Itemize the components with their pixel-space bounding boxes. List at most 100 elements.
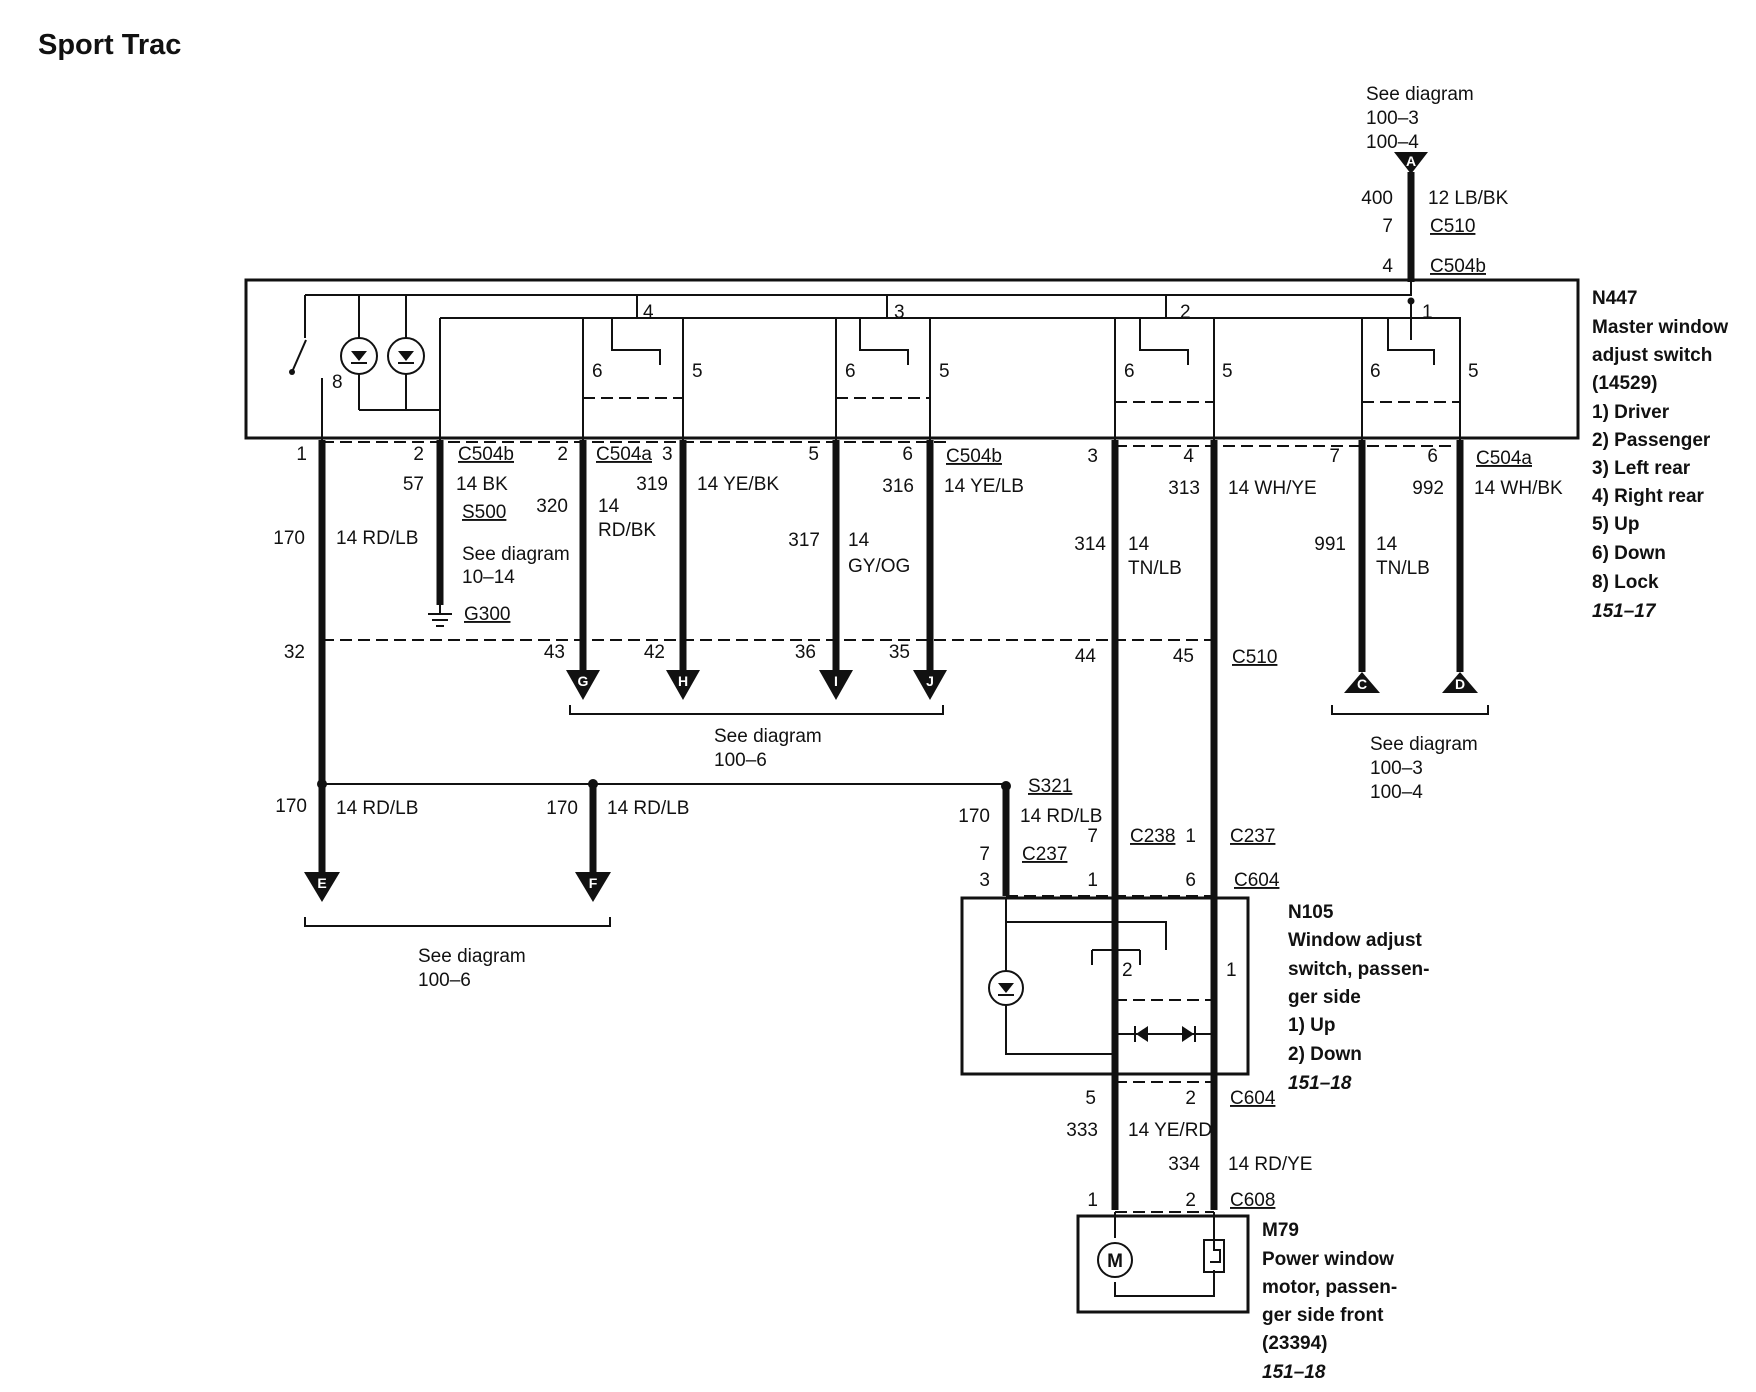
svg-text:See diagram: See diagram xyxy=(462,544,570,565)
svg-text:C: C xyxy=(1357,676,1367,692)
svg-text:C608: C608 xyxy=(1230,1190,1275,1211)
svg-text:Power window: Power window xyxy=(1262,1249,1394,1270)
svg-text:57: 57 xyxy=(403,474,424,495)
feed-c504b: C504b xyxy=(1430,256,1486,277)
svg-text:6: 6 xyxy=(1427,446,1438,467)
svg-text:4: 4 xyxy=(1183,446,1194,467)
svg-text:TN/LB: TN/LB xyxy=(1376,558,1430,579)
svg-text:14 RD/YE: 14 RD/YE xyxy=(1228,1154,1312,1175)
svg-text:32: 32 xyxy=(284,642,305,663)
svg-text:TN/LB: TN/LB xyxy=(1128,558,1182,579)
top-ref-2: 100–4 xyxy=(1366,132,1419,153)
svg-text:5: 5 xyxy=(808,444,819,465)
svg-text:14 BK: 14 BK xyxy=(456,474,508,495)
svg-text:14: 14 xyxy=(1128,534,1150,555)
svg-text:14 YE/BK: 14 YE/BK xyxy=(697,474,779,495)
svg-text:C604: C604 xyxy=(1230,1088,1276,1109)
svg-text:C237: C237 xyxy=(1230,826,1275,847)
svg-text:N105: N105 xyxy=(1288,902,1334,923)
feed-circuit: 400 xyxy=(1361,188,1393,209)
master-power-bus xyxy=(305,282,1412,296)
svg-text:3: 3 xyxy=(979,870,990,891)
master-legend-4: 4) Right rear xyxy=(1592,486,1705,507)
svg-text:M79: M79 xyxy=(1262,1220,1299,1241)
svg-text:43: 43 xyxy=(544,642,565,663)
svg-text:2: 2 xyxy=(1122,960,1133,981)
feed-pin-4: 4 xyxy=(1382,256,1393,277)
lamp-icon-2 xyxy=(387,295,425,410)
svg-text:3: 3 xyxy=(662,444,673,465)
svg-text:170: 170 xyxy=(958,806,990,827)
lamp-icon-1 xyxy=(340,295,378,410)
svg-text:See diagram: See diagram xyxy=(418,946,526,967)
passenger-switch-box xyxy=(960,896,1250,1076)
svg-text:14 YE/RD: 14 YE/RD xyxy=(1128,1120,1212,1141)
svg-text:RD/BK: RD/BK xyxy=(598,520,656,541)
svg-text:2: 2 xyxy=(1185,1190,1196,1211)
connector-a-letter: A xyxy=(1406,153,1416,169)
svg-text:6: 6 xyxy=(1185,870,1196,891)
switch-group-driver: 1 6 5 xyxy=(1361,301,1479,440)
svg-text:314: 314 xyxy=(1074,534,1106,555)
svg-text:I: I xyxy=(834,673,838,689)
master-legend-8: 8) Lock xyxy=(1592,572,1659,593)
connector-c-arrow xyxy=(1344,672,1380,693)
master-label-8: 8 xyxy=(332,372,343,393)
svg-text:C238: C238 xyxy=(1130,826,1175,847)
svg-text:100–4: 100–4 xyxy=(1370,782,1423,803)
master-part: (14529) xyxy=(1592,373,1658,394)
svg-text:5: 5 xyxy=(939,361,950,382)
svg-text:316: 316 xyxy=(882,476,914,497)
svg-text:3: 3 xyxy=(894,302,905,323)
svg-text:C504b: C504b xyxy=(458,444,514,465)
svg-text:S321: S321 xyxy=(1028,776,1072,797)
master-legend-2: 2) Passenger xyxy=(1592,430,1711,451)
svg-text:319: 319 xyxy=(636,474,668,495)
svg-text:5: 5 xyxy=(692,361,703,382)
svg-text:333: 333 xyxy=(1066,1120,1098,1141)
switch-group-right-rear: 3 6 5 xyxy=(835,295,950,440)
svg-text:6: 6 xyxy=(902,444,913,465)
svg-text:1: 1 xyxy=(296,444,307,465)
svg-text:D: D xyxy=(1455,676,1465,692)
svg-text:100–6: 100–6 xyxy=(418,970,471,991)
svg-text:1: 1 xyxy=(1422,302,1433,323)
svg-text:151–18: 151–18 xyxy=(1262,1362,1326,1383)
svg-text:7: 7 xyxy=(979,844,990,865)
svg-text:S500: S500 xyxy=(462,502,506,523)
svg-text:14: 14 xyxy=(1376,534,1398,555)
feed-pin-7: 7 xyxy=(1382,216,1393,237)
svg-text:991: 991 xyxy=(1314,534,1346,555)
connector-a-arrow xyxy=(1394,152,1428,174)
svg-text:GY/OG: GY/OG xyxy=(848,556,910,577)
svg-text:F: F xyxy=(589,875,598,891)
svg-text:7: 7 xyxy=(1087,826,1098,847)
svg-text:C504a: C504a xyxy=(596,444,652,465)
motor-icon: M xyxy=(1097,1242,1133,1278)
svg-text:317: 317 xyxy=(788,530,820,551)
svg-text:170: 170 xyxy=(275,796,307,817)
svg-text:Window adjust: Window adjust xyxy=(1288,930,1423,951)
svg-text:1: 1 xyxy=(1185,826,1196,847)
svg-text:151–18: 151–18 xyxy=(1288,1073,1352,1094)
svg-text:7: 7 xyxy=(1329,446,1340,467)
svg-text:334: 334 xyxy=(1168,1154,1200,1175)
bracket-mid xyxy=(569,705,944,715)
svg-text:170: 170 xyxy=(273,528,305,549)
svg-text:H: H xyxy=(678,673,688,689)
svg-text:See diagram: See diagram xyxy=(1370,734,1478,755)
pass-switch-contact xyxy=(1091,949,1141,965)
svg-text:14 RD/LB: 14 RD/LB xyxy=(607,798,689,819)
motor-leads xyxy=(1114,1212,1215,1297)
svg-text:42: 42 xyxy=(644,642,665,663)
svg-text:ger side front: ger side front xyxy=(1262,1305,1384,1326)
switch-group-passenger: 2 6 5 xyxy=(1114,295,1233,440)
top-ref-see: See diagram xyxy=(1366,84,1474,105)
svg-text:G: G xyxy=(578,673,589,689)
svg-text:5: 5 xyxy=(1222,361,1233,382)
svg-text:C504b: C504b xyxy=(946,446,1002,467)
master-name-2: adjust switch xyxy=(1592,345,1712,366)
svg-text:44: 44 xyxy=(1075,646,1097,667)
connector-h-arrow xyxy=(666,670,700,700)
